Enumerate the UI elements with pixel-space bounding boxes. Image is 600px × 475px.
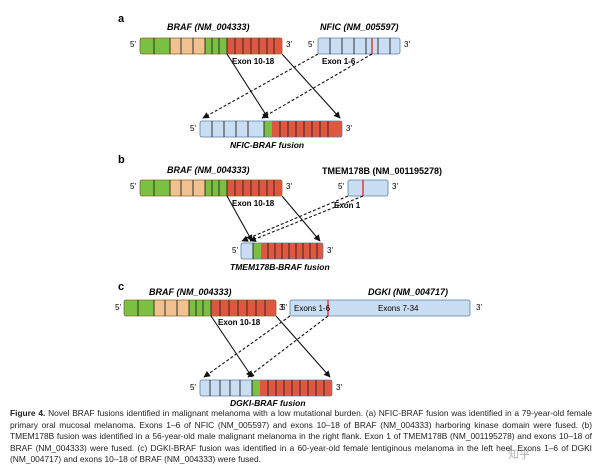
panel-b-exon2-label: Exon 1 xyxy=(334,201,361,210)
svg-text:3': 3' xyxy=(279,303,285,312)
svg-text:5': 5' xyxy=(130,40,136,49)
panel-a-nfic-bar: 5' 3' xyxy=(308,37,410,55)
panel-c-dgki-bar: 5' Exons 1-6 Exons 7-34 3' xyxy=(281,299,482,317)
panel-c-exon2b-label: Exons 7-34 xyxy=(378,304,419,313)
svg-text:3': 3' xyxy=(286,182,292,191)
svg-text:5': 5' xyxy=(115,303,121,312)
panel-c-fusion-bar: 5' 3' xyxy=(190,379,342,397)
svg-text:3': 3' xyxy=(336,383,342,392)
panel-b-gene1-label: BRAF (NM_004333) xyxy=(167,165,250,175)
svg-text:5': 5' xyxy=(232,246,238,255)
panel-b: b BRAF (NM_004333) TMEM178B (NM_00119527… xyxy=(118,154,442,272)
caption-text: Novel BRAF fusions identified in maligna… xyxy=(10,408,592,465)
panel-c-letter: c xyxy=(118,281,124,293)
panel-c-exon1-label: Exon 10-18 xyxy=(218,318,261,327)
panel-a-fusion-bar: 5' 3' xyxy=(190,120,352,138)
panel-b-braf-bar: 5' 3' xyxy=(130,179,292,197)
panel-a-braf-bar: 5' 3' xyxy=(130,37,292,55)
panel-b-fusion-label: TMEM178B-BRAF fusion xyxy=(230,262,330,272)
svg-text:3': 3' xyxy=(476,303,482,312)
panel-c-exon2a-label: Exons 1-6 xyxy=(294,304,331,313)
panel-b-gene2-label: TMEM178B (NM_001195278) xyxy=(322,166,442,176)
panel-a-gene1-label: BRAF (NM_004333) xyxy=(167,22,250,32)
svg-text:5': 5' xyxy=(190,124,196,133)
svg-text:5': 5' xyxy=(308,40,314,49)
fusion-figure: a BRAF (NM_004333) NFIC (NM_005597) 5' 3… xyxy=(115,13,482,408)
svg-text:3': 3' xyxy=(404,40,410,49)
svg-text:3': 3' xyxy=(327,246,333,255)
figure-caption: Figure 4. Novel BRAF fusions identified … xyxy=(10,408,592,466)
panel-c-gene2-label: DGKI (NM_004717) xyxy=(368,287,448,297)
panel-b-tmem-bar: 5' 3' xyxy=(338,179,398,197)
panel-b-letter: b xyxy=(118,154,125,166)
panel-b-exon1-label: Exon 10-18 xyxy=(232,199,275,208)
svg-text:3': 3' xyxy=(392,182,398,191)
panel-c-fusion-label: DGKI-BRAF fusion xyxy=(230,398,306,408)
panel-c: c BRAF (NM_004333) DGKI (NM_004717) 5' 3… xyxy=(115,281,482,408)
panel-a-fusion-label: NFIC-BRAF fusion xyxy=(230,140,304,150)
watermark: 知乎 xyxy=(508,448,530,461)
svg-text:5': 5' xyxy=(281,303,287,312)
svg-text:3': 3' xyxy=(346,124,352,133)
svg-text:3': 3' xyxy=(286,40,292,49)
svg-text:5': 5' xyxy=(130,182,136,191)
panel-a-letter: a xyxy=(118,13,125,25)
panel-c-gene1-label: BRAF (NM_004333) xyxy=(149,287,232,297)
panel-b-fusion-bar: 5' 3' xyxy=(232,242,333,260)
panel-c-braf-bar: 5' 3' xyxy=(115,299,285,317)
panel-a-gene2-label: NFIC (NM_005597) xyxy=(320,22,399,32)
panel-a: a BRAF (NM_004333) NFIC (NM_005597) 5' 3… xyxy=(118,13,410,150)
svg-text:5': 5' xyxy=(338,182,344,191)
caption-lead: Figure 4. xyxy=(10,408,46,418)
panel-a-exon2-label: Exon 1-6 xyxy=(322,57,356,66)
panel-a-exon1-label: Exon 10-18 xyxy=(232,57,275,66)
svg-text:5': 5' xyxy=(190,383,196,392)
